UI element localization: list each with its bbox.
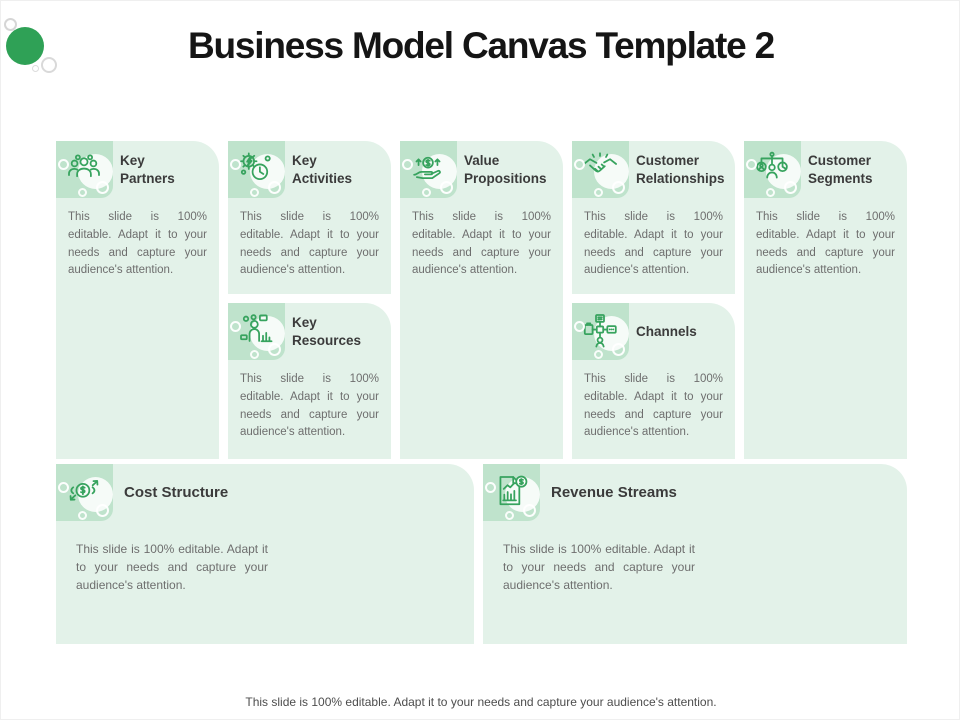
cell-customer-relationships: Customer Relationships This slide is 100… [572,141,735,294]
cell-title: Key Resources [292,315,362,348]
cell-title: Key Partners [120,153,175,186]
cell-description: This slide is 100% editable. Adapt it to… [503,542,695,592]
segmented-audience-icon [756,151,788,179]
gear-clock-icon [240,152,271,180]
cell-description: This slide is 100% editable. Adapt it to… [584,211,723,277]
key-activities-icon-tile [228,141,285,198]
accent-ring-small [4,18,17,31]
cell-title: Channels [636,323,697,339]
customer-segments-icon-tile [744,141,801,198]
cell-description: This slide is 100% editable. Adapt it to… [68,211,207,277]
hand-coin-icon [413,156,441,179]
cell-title: Customer Relationships [636,153,725,186]
key-resources-icon-tile [228,303,285,360]
accent-circle [6,27,44,65]
cell-key-partners: Key Partners This slide is 100% editable… [56,141,219,459]
cost-structure-icon-tile [56,464,113,521]
cell-title: Cost Structure [124,483,229,501]
cell-revenue-streams: Revenue Streams This slide is 100% edita… [483,464,907,644]
cell-description: This slide is 100% editable. Adapt it to… [412,211,551,277]
cell-title: Key Activities [292,153,353,186]
cell-description: This slide is 100% editable. Adapt it to… [240,211,379,277]
person-chart-icon [240,314,273,343]
cell-key-activities: Key Activities This slide is 100% editab… [228,141,391,294]
cell-title: Revenue Streams [551,483,677,501]
channels-icon-tile [572,303,629,360]
network-devices-icon [583,314,617,348]
accent-ring-tiny [32,65,39,72]
key-partners-icon-tile [56,141,113,198]
cell-value-propositions: Value Propositions This slide is 100% ed… [400,141,563,459]
cell-key-resources: Key Resources This slide is 100% editabl… [228,303,391,459]
cell-title: Customer Segments [808,153,873,186]
coin-arrows-icon [69,480,99,501]
customer-relationships-icon-tile [572,141,629,198]
cell-cost-structure: Cost Structure This slide is 100% editab… [56,464,474,644]
cell-title: Value Propositions [464,153,547,186]
value-propositions-icon-tile [400,141,457,198]
cell-description: This slide is 100% editable. Adapt it to… [756,211,895,277]
handshake-icon [583,152,617,173]
people-group-icon [68,154,100,178]
cell-description: This slide is 100% editable. Adapt it to… [240,373,379,439]
slide-title: Business Model Canvas Template 2 [187,25,775,66]
cell-channels: Channels This slide is 100% editable. Ad… [572,303,735,459]
revenue-streams-icon-tile [483,464,540,521]
cell-description: This slide is 100% editable. Adapt it to… [584,373,723,439]
document-chart-dollar-icon [499,475,528,506]
accent-ring-large [41,57,57,73]
footer-note: This slide is 100% editable. Adapt it to… [245,695,717,709]
cell-customer-segments: Customer Segments This slide is 100% edi… [744,141,907,459]
cell-description: This slide is 100% editable. Adapt it to… [76,542,268,592]
